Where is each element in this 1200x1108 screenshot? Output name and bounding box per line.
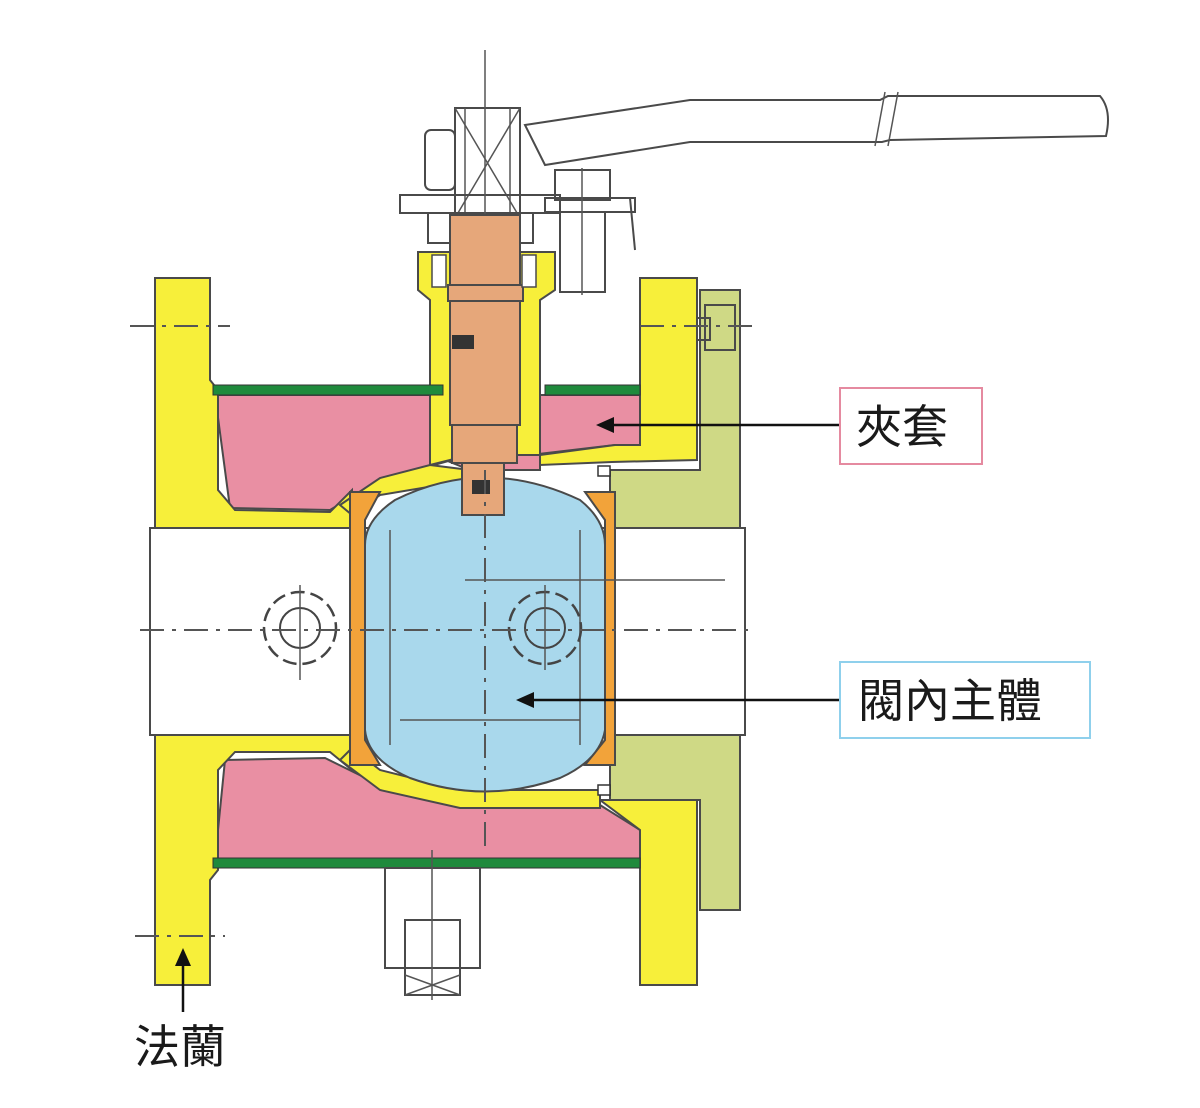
gasket-top [212,384,444,396]
jacket-label-box [839,387,983,465]
rotation-symbol-left [262,585,338,680]
jacket-label: 夾套 [856,400,948,454]
rotation-symbol-right [507,585,583,670]
seat-right [582,491,616,766]
body-inner-label-box [839,661,1091,739]
valve-stem [449,214,521,426]
right-flange [539,277,698,467]
jacket-callout: 夾套 [596,387,983,465]
body-inner-label: 閥內主體 [858,674,1042,728]
flange-label: 法蘭 [134,1020,226,1074]
body-inner-callout: 閥內主體 [516,661,1091,739]
right-flange-bottom [597,799,698,986]
drain-plug [384,850,481,1000]
gasket-top-right [544,384,641,396]
gasket-bottom [212,857,641,869]
stem-top-assembly [399,50,561,260]
flange-callout: 法蘭 [134,948,226,1074]
valve-handle [523,91,1109,295]
